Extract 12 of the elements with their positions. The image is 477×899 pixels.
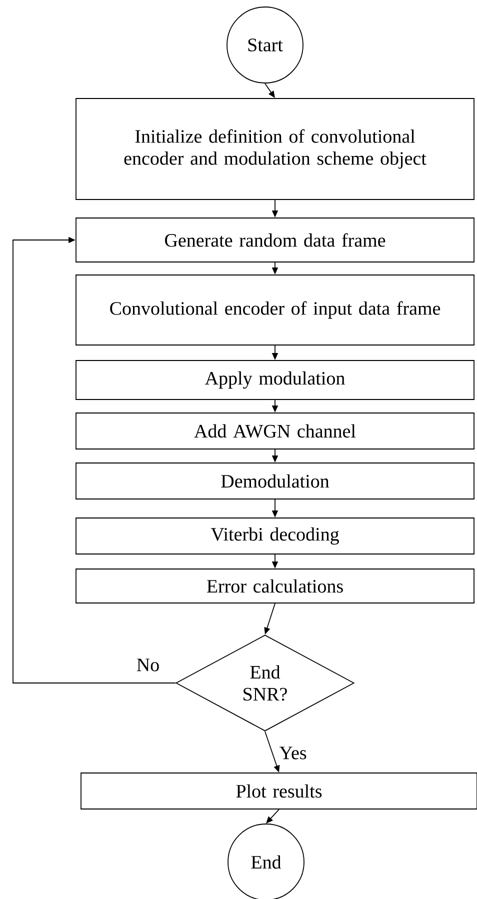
arrow xyxy=(12,236,176,684)
process-box: Plot results xyxy=(80,772,477,810)
process-box: Viterbi decoding xyxy=(76,518,474,554)
edge-label: No xyxy=(136,658,159,672)
process-box: Convolutional encoder of input data frame xyxy=(76,274,474,346)
process-box: Error calculations xyxy=(76,568,474,604)
process-box: Add AWGN channel xyxy=(76,412,474,450)
edge-label: Yes xyxy=(279,746,306,760)
process-box: Apply modulation xyxy=(76,360,474,400)
process-box: Initialize definition of convolutional encoder and modulation scheme object xyxy=(76,98,474,200)
process-box: Demodulation xyxy=(76,462,474,500)
process-box: Generate random data frame xyxy=(76,218,474,262)
